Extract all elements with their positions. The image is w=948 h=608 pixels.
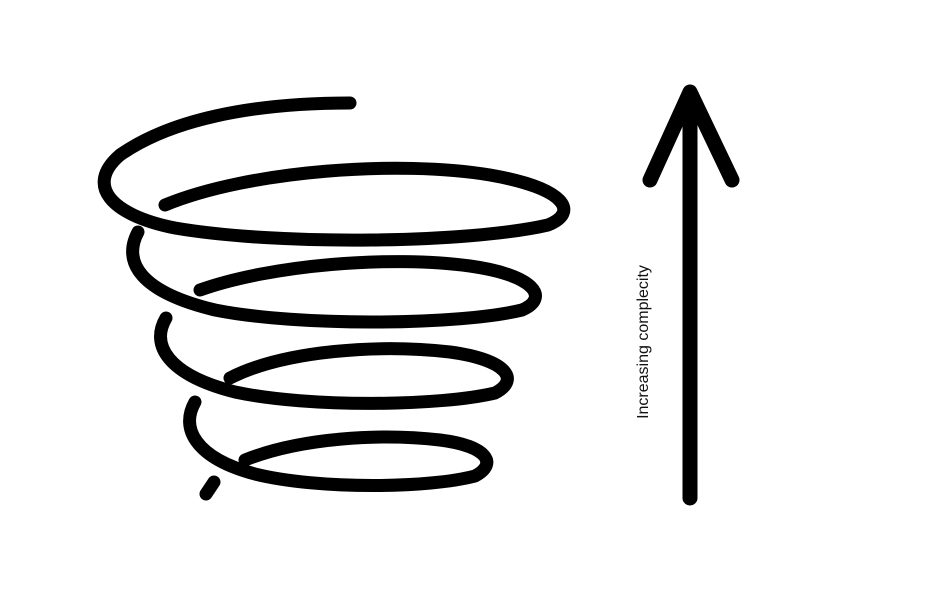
- up-arrow: [650, 92, 732, 498]
- spiral-loop-4: [190, 402, 487, 486]
- spiral-loop-1: [104, 103, 564, 240]
- spiral-loop-3: [161, 318, 508, 403]
- spiral-tail: [206, 482, 214, 494]
- spiral: [104, 103, 564, 494]
- axis-label-text: Increasing complecity: [635, 265, 653, 419]
